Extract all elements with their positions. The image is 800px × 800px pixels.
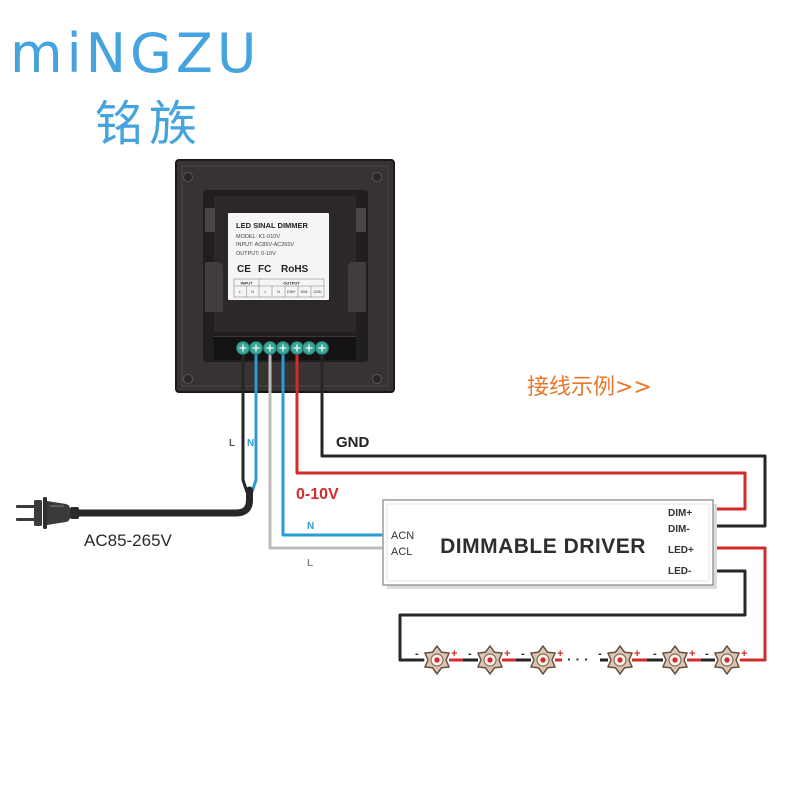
led — [530, 645, 556, 675]
terminal-screw — [314, 340, 330, 356]
led-plus-sign: + — [689, 648, 695, 660]
right-clip — [356, 208, 366, 232]
table-cell: N — [251, 290, 254, 294]
driver-dim-plus-label: DIM+ — [668, 508, 692, 519]
screw-hole — [372, 172, 382, 182]
led — [607, 645, 633, 675]
driver-n-label: N — [307, 521, 314, 532]
led-plus-wire — [711, 546, 767, 662]
driver-title: DIMMABLE DRIVER — [440, 535, 646, 558]
mains-n-wire — [250, 354, 258, 494]
led-plus-sign: + — [451, 648, 457, 660]
label-output: OUTPUT: 0-10V — [236, 251, 276, 257]
mains-l-label: L — [229, 438, 235, 449]
terminal-screw — [289, 340, 305, 356]
dimmer-panel: LED SINAL DIMMER MODEL: K1-010V INPUT: A… — [175, 159, 395, 393]
label-input: INPUT: AC85V-AC265V — [236, 242, 294, 248]
led-minus-sign: - — [598, 648, 602, 660]
left-clip — [205, 262, 223, 312]
mains-cable — [72, 486, 253, 517]
screw-hole — [183, 172, 193, 182]
led-minus-sign: - — [521, 648, 525, 660]
table-cell: DIM- — [301, 290, 310, 294]
led-chain: - + - + - + · · · - + - + - + — [415, 645, 747, 675]
table-cell: GND — [314, 290, 322, 294]
gnd-wire — [320, 354, 767, 528]
led-minus-sign: - — [415, 648, 419, 660]
led — [714, 645, 740, 675]
logo-chinese-name: 铭族 — [95, 96, 203, 152]
product-label: LED SINAL DIMMER MODEL: K1-010V INPUT: A… — [228, 213, 329, 300]
power-plug — [16, 497, 79, 529]
driver-acn-label: ACN — [391, 530, 414, 542]
terminal-screw — [275, 340, 291, 356]
ce-mark: CE — [237, 264, 251, 275]
driver-l-label: L — [307, 558, 313, 569]
panel-frame — [181, 165, 389, 387]
signal-label: 0-10V — [296, 486, 339, 503]
dimmable-driver: DIMMABLE DRIVER ACN ACL DIM+ DIM- LED+ L… — [382, 499, 717, 589]
table-input-header: INPUT — [241, 281, 254, 286]
table-output-header: OUTPUT — [283, 281, 300, 286]
terminal-screw — [248, 340, 264, 356]
fc-mark: FC — [258, 264, 271, 275]
label-title: LED SINAL DIMMER — [236, 221, 309, 230]
led-plus-sign: + — [634, 648, 640, 660]
gnd-label: GND — [336, 434, 370, 451]
led — [424, 645, 450, 675]
table-cell: L — [265, 290, 267, 294]
led — [662, 645, 688, 675]
led-chain-ellipsis: · · · — [567, 651, 589, 667]
led-minus-sign: - — [705, 648, 709, 660]
logo-wordmark: miNGZU — [10, 22, 260, 85]
left-clip — [205, 208, 215, 232]
table-cell: DIM+ — [287, 290, 296, 294]
ac-voltage-label: AC85-265V — [84, 531, 173, 550]
driver-led-minus-label: LED- — [668, 566, 691, 577]
driver-acl-label: ACL — [391, 546, 412, 558]
terminal-table — [233, 278, 325, 298]
table-cell: L — [239, 290, 241, 294]
right-clip — [348, 262, 366, 312]
signal-0-10v-wire — [295, 354, 747, 511]
terminal-screw — [301, 340, 317, 356]
driver-dim-minus-label: DIM- — [668, 524, 690, 535]
terminal-screw — [235, 340, 251, 356]
led-plus-sign: + — [741, 648, 747, 660]
led-minus-sign: - — [468, 648, 472, 660]
led-plus-sign: + — [557, 648, 563, 660]
mains-n-label: N — [247, 438, 254, 449]
driver-l-wire — [268, 354, 387, 550]
driver-led-plus-label: LED+ — [668, 545, 694, 556]
led — [477, 645, 503, 675]
driver-n-wire — [281, 354, 387, 537]
table-cell: N — [277, 290, 280, 294]
wiring-example-label: 接线示例>> — [527, 375, 652, 400]
led-plus-sign: + — [504, 648, 510, 660]
mains-l-wire — [241, 354, 249, 494]
label-model: MODEL: K1-010V — [236, 234, 280, 240]
led-minus-wire — [398, 569, 747, 662]
terminal-screw — [262, 340, 278, 356]
screw-hole — [372, 374, 382, 384]
screw-hole — [183, 374, 193, 384]
rohs-mark: RoHS — [281, 264, 309, 275]
led-minus-sign: - — [653, 648, 657, 660]
